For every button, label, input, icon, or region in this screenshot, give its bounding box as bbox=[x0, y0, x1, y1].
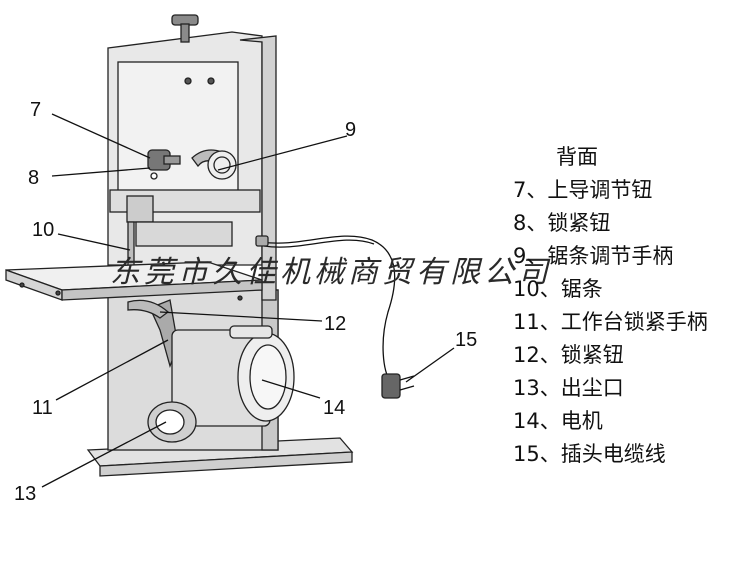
leader-lines bbox=[41, 113, 455, 488]
legend-item-11: 11、工作台锁紧手柄 bbox=[513, 310, 708, 334]
callout-8: 8 bbox=[28, 167, 39, 189]
legend-item-15: 15、插头电缆线 bbox=[513, 442, 666, 466]
callout-numbers: 7 8 9 10 11 12 13 14 15 bbox=[14, 99, 477, 505]
callout-14: 14 bbox=[323, 397, 345, 419]
band-saw-drawing bbox=[5, 14, 415, 477]
legend-item-12: 12、锁紧钮 bbox=[513, 343, 624, 367]
motor bbox=[171, 325, 295, 427]
callout-15: 15 bbox=[455, 329, 477, 351]
legend-item-9: 9、锯条调节手柄 bbox=[513, 244, 673, 268]
legend-item-10: 10、锯条 bbox=[513, 277, 603, 301]
callout-9: 9 bbox=[345, 119, 356, 141]
upper-guide-knob bbox=[147, 149, 181, 180]
company-watermark: 东莞市久佳机械商贸有限公司 bbox=[110, 255, 552, 290]
callout-12: 12 bbox=[324, 313, 346, 335]
callout-11: 11 bbox=[32, 397, 53, 419]
blade-guard bbox=[126, 195, 154, 223]
power-cord bbox=[255, 235, 415, 399]
callout-13: 13 bbox=[14, 483, 36, 505]
callout-7: 7 bbox=[30, 99, 41, 121]
dust-port bbox=[147, 401, 197, 443]
legend-item-13: 13、出尘口 bbox=[513, 376, 624, 400]
legend-item-14: 14、电机 bbox=[513, 409, 603, 433]
legend-title: 背面 bbox=[556, 145, 598, 169]
parts-legend: 背面 7、上导调节钮 8、锁紧钮 9、锯条调节手柄 10、锯条 11、工作台锁紧… bbox=[513, 145, 708, 466]
legend-item-7: 7、上导调节钮 bbox=[513, 178, 652, 202]
legend-item-8: 8、锁紧钮 bbox=[513, 211, 610, 235]
callout-10: 10 bbox=[32, 219, 54, 241]
blade-adjust-handle bbox=[191, 149, 237, 180]
